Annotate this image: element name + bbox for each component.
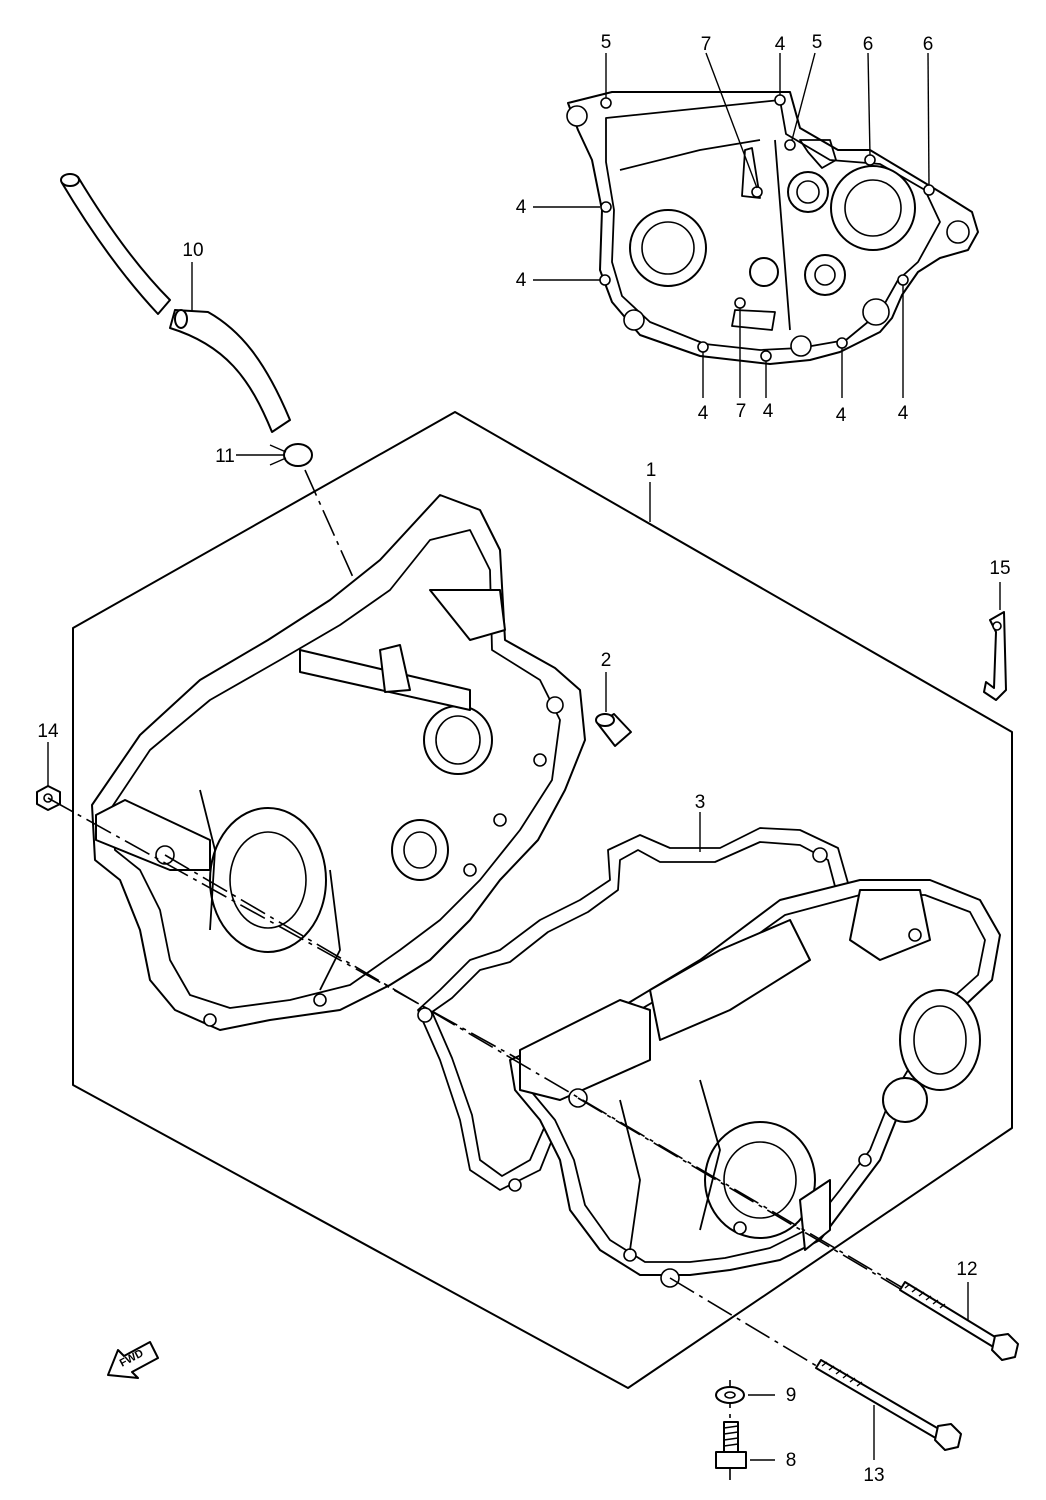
callout-labels: 5 7 4 5 6 6 4 4 4 7 4 4 4 10 11 1 15 2 1… [37, 32, 1010, 1486]
right-crankcase-half [509, 879, 1001, 1288]
bolt-long-13 [815, 1359, 962, 1460]
callout-4f: 4 [836, 405, 847, 426]
callout-15: 15 [989, 558, 1010, 579]
callout-4g: 4 [898, 403, 909, 424]
callout-2: 2 [601, 650, 612, 671]
callout-11: 11 [215, 446, 235, 467]
forward-direction-arrow-icon: FWD [107, 1341, 159, 1379]
callout-5b: 5 [812, 32, 823, 53]
nut [36, 742, 61, 811]
assembly-boundary [72, 411, 1013, 1389]
crankcase-face-view [566, 91, 979, 365]
callout-4b: 4 [516, 197, 527, 218]
wire-clamp [983, 582, 1007, 701]
callout-7b: 7 [736, 401, 747, 422]
face-view-leaders [533, 52, 930, 398]
callout-4e: 4 [763, 401, 774, 422]
left-crankcase-half [91, 494, 586, 1031]
callout-8: 8 [786, 1450, 797, 1471]
washer [715, 1386, 775, 1404]
callout-1: 1 [646, 460, 657, 481]
callout-10: 10 [182, 240, 203, 261]
callout-12: 12 [956, 1259, 977, 1280]
hose-clip [236, 443, 313, 467]
callout-14: 14 [37, 721, 59, 742]
callout-4d: 4 [698, 403, 709, 424]
callout-13: 13 [863, 1465, 884, 1486]
callout-7a: 7 [701, 34, 712, 55]
bolt-long-12 [899, 1281, 1019, 1361]
callout-4c: 4 [516, 270, 527, 291]
breather-hose [60, 173, 291, 433]
short-bolt [715, 1421, 775, 1469]
callout-5a: 5 [601, 32, 612, 53]
callout-6b: 6 [923, 34, 934, 55]
callout-4a: 4 [775, 34, 786, 55]
callout-3: 3 [695, 792, 706, 813]
callout-6a: 6 [863, 34, 874, 55]
dowel-pin [595, 672, 632, 747]
callout-9: 9 [786, 1385, 797, 1406]
